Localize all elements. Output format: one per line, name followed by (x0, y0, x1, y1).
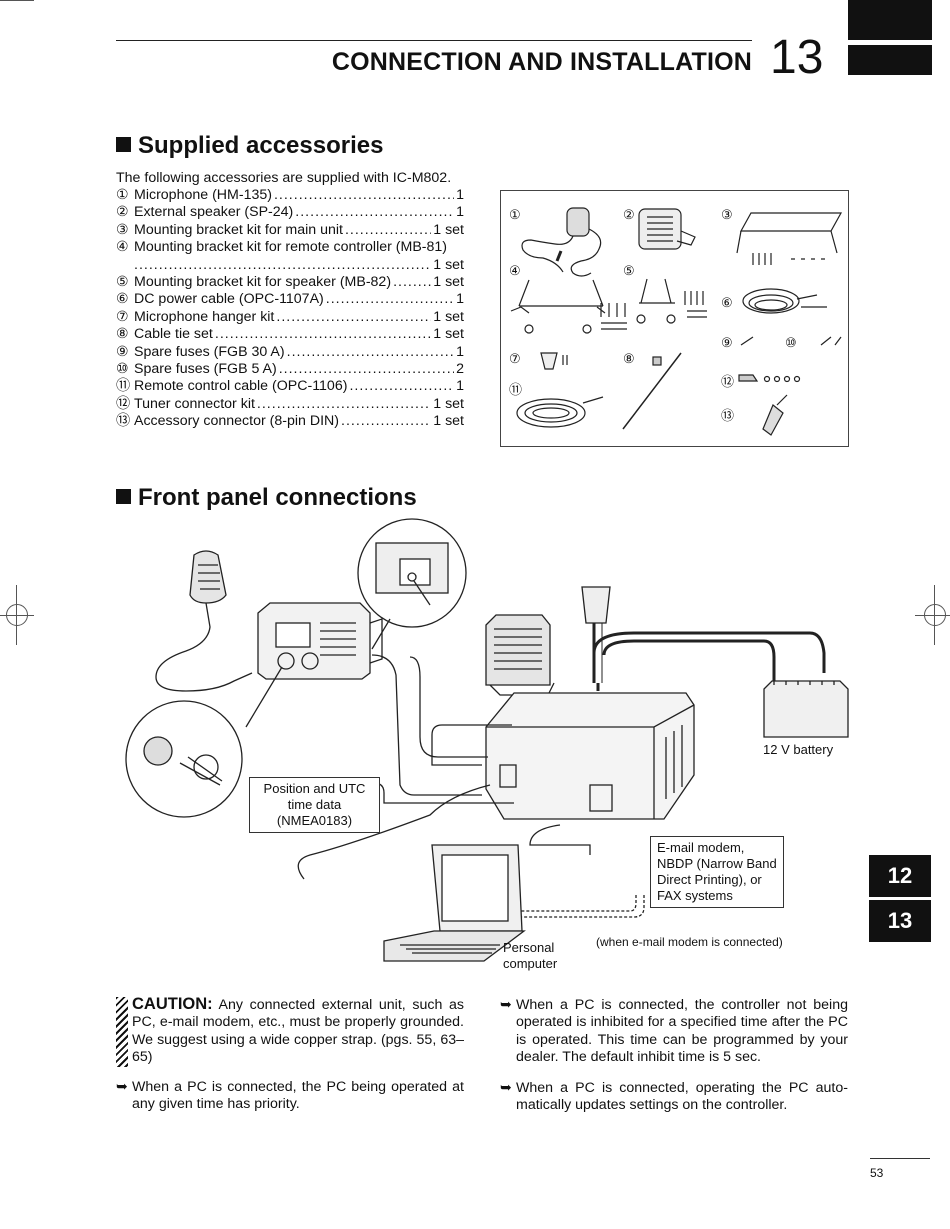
fuse-icon (740, 336, 842, 346)
crop-mark (16, 585, 17, 645)
microphone-icon (521, 207, 602, 277)
figure-number: ⑦ (509, 351, 521, 366)
figure-number: ⑫ (721, 374, 735, 389)
bracket-main-icon (736, 212, 843, 265)
page-title: CONNECTION AND INSTALLATION (331, 48, 752, 76)
zoom-detail-top (357, 518, 467, 650)
figure-number: ⑤ (623, 263, 635, 278)
speaker-icon (638, 208, 696, 250)
section-heading-front: Front panel connections (116, 484, 417, 512)
microphone-icon (155, 550, 253, 692)
section-heading-supplied: Supplied accessories (116, 132, 383, 160)
side-tab-13[interactable]: 13 (869, 900, 931, 942)
caution-text: Any connected external unit, such as PC,… (132, 997, 464, 1066)
modem-label: E-mail modem, NBDP (Narrow Band Direct P… (650, 836, 784, 908)
arrow-icon: ➥ (500, 997, 512, 1013)
chapter-tab-bottom (848, 45, 932, 75)
tuner-connector-icon (738, 374, 801, 383)
list-item-continuation: 1 set (116, 257, 464, 274)
din-connector-icon (762, 394, 788, 436)
bracket-remote-icon (510, 279, 627, 334)
registration-mark (6, 604, 28, 626)
figure-number: ⑨ (721, 335, 733, 350)
battery-label: 12 V battery (763, 742, 834, 757)
figure-number: ③ (721, 207, 733, 222)
registration-mark (924, 604, 946, 626)
modem-connected-note: (when e-mail modem is connected) (596, 935, 783, 949)
figure-number: ⑥ (721, 295, 733, 310)
arrow-icon: ➥ (116, 1079, 128, 1095)
figure-number: ④ (509, 263, 521, 278)
speaker-icon (485, 614, 555, 696)
figure-number: ⑩ (785, 335, 797, 350)
mic-hanger-icon (540, 352, 568, 370)
cable-tie-icon (622, 352, 682, 430)
list-item: ⑥DC power cable (OPC-1107A)1 (116, 291, 464, 308)
heading-square-icon (116, 137, 131, 152)
arrow-icon: ➥ (500, 1080, 512, 1096)
pc-label: Personal computer (503, 940, 558, 971)
crop-mark (934, 585, 935, 645)
connection-diagram (125, 518, 849, 962)
supplied-intro: The following accessories are supplied w… (116, 170, 452, 186)
nmea-label: Position and UTC time data (NMEA0183) (249, 777, 380, 833)
heading-square-icon (116, 489, 131, 504)
dc-cable-icon (742, 288, 827, 314)
header-rule (116, 40, 752, 41)
bullet-note-3: ➥ When a PC is connected, operating the … (500, 1080, 848, 1114)
figure-number: ⑧ (623, 351, 635, 366)
caution-hatch-icon (116, 997, 128, 1067)
figure-number: ⑬ (721, 408, 735, 423)
figure-number: ① (509, 207, 521, 222)
main-unit-icon (485, 692, 695, 820)
bullet-note-2: ➥ When a PC is connected, the controller… (500, 997, 848, 1066)
figure-number: ⑪ (509, 382, 523, 397)
side-tab-12[interactable]: 12 (869, 855, 931, 897)
caution-note: CAUTION: Any connected external unit, su… (132, 995, 464, 1067)
bullet-note-1: ➥ When a PC is connected, the PC being o… (116, 1079, 464, 1113)
zoom-detail-left (125, 666, 283, 818)
caution-label: CAUTION: (132, 995, 213, 1013)
accessories-figure: ① ② ③ ④ ⑤ ⑥ ⑦ ⑧ ⑨ ⑩ ⑪ ⑫ ⑬ (500, 190, 849, 447)
remote-controller-icon (257, 602, 383, 680)
bracket-speaker-icon (636, 278, 707, 324)
antenna-icon (581, 586, 611, 683)
chapter-tab-top (848, 0, 932, 40)
footer-rule (870, 1158, 930, 1159)
remote-cable-icon (516, 396, 604, 428)
accessories-drawing (510, 207, 843, 436)
laptop-icon (383, 844, 526, 962)
chapter-number: 13 (770, 31, 824, 84)
crop-mark (0, 0, 34, 1)
figure-number: ② (623, 207, 635, 222)
battery-icon (763, 680, 849, 738)
page-number: 53 (870, 1166, 884, 1180)
